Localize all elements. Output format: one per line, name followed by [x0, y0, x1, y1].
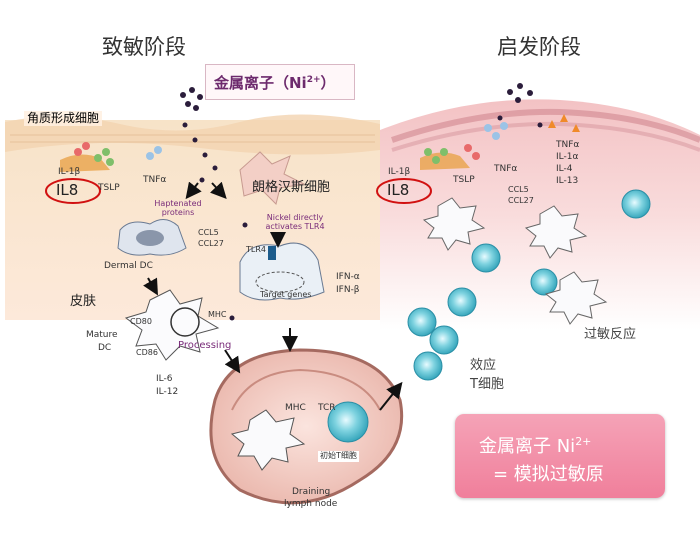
ifn-beta-label: IFN-β	[336, 285, 360, 295]
flow-arrows	[143, 181, 403, 411]
ccl27-label-left: CCL27	[198, 239, 224, 248]
nickel-ion-label-box: 金属离子（Ni2+）	[205, 64, 355, 100]
tlr4-label: TLR4	[246, 245, 266, 254]
tcr-label: TCR	[318, 403, 336, 413]
effector-t-label-1: 效应	[470, 358, 497, 373]
il6-label: IL-6	[156, 374, 173, 384]
tnfa-label-left: TNFα	[143, 175, 167, 185]
lymph-node	[209, 348, 404, 505]
target-genes-label: Target genes	[260, 290, 312, 299]
cytokine-il1a-right: IL-1α	[556, 152, 579, 162]
mature-dc-label-2: DC	[98, 343, 112, 353]
il8-highlight-left	[45, 178, 101, 204]
naive-t-cell-label: 初始T细胞	[318, 451, 359, 462]
ccl27-label-right: CCL27	[508, 196, 534, 205]
il12-label: IL-12	[156, 387, 179, 397]
t-cells	[327, 189, 651, 443]
keratinocytes-label: 角质形成细胞	[24, 111, 103, 127]
cytokine-il13-right: IL-13	[556, 176, 579, 186]
ccl5-label-left: CCL5	[198, 228, 219, 237]
mhc-small-label: MHC	[208, 310, 227, 319]
langerhans-cell	[239, 151, 306, 205]
nickel-activates-tlr4-label: Nickel directly activates TLR4	[265, 213, 325, 231]
allergic-reaction-label: 过敏反应	[584, 327, 637, 342]
skin-label: 皮肤	[70, 294, 97, 309]
conclusion-line-1: 金属离子 Ni2+	[479, 435, 592, 457]
il1b-label-right: IL-1β	[388, 167, 411, 177]
lymph-dc	[230, 409, 306, 471]
cytokine-il4-right: IL-4	[556, 164, 573, 174]
dermal-dc-label: Dermal DC	[104, 261, 153, 271]
lymph-node-label-2: lymph node	[284, 499, 338, 509]
conclusion-box: 金属离子 Ni2+ = 模拟过敏原	[455, 414, 665, 498]
tnfa-label-right: TNFα	[494, 164, 518, 174]
lymph-node-label: Draining	[292, 487, 331, 497]
ccl5-label-right: CCL5	[508, 185, 529, 194]
nickel-ion-label: 金属离子（Ni2+）	[214, 74, 336, 92]
mhc-label: MHC	[285, 403, 306, 413]
mature-dc-label: Mature	[86, 330, 118, 340]
il8-label-left: IL8	[56, 181, 79, 199]
il8-highlight-right	[376, 178, 432, 204]
cytokine-dots-right	[424, 114, 580, 164]
cytokine-tnfa-right: TNFα	[556, 140, 580, 150]
tslp-label-left: TSLP	[98, 183, 120, 193]
elicitation-phase-title: 启发阶段	[497, 35, 581, 59]
il8-label-right: IL8	[387, 181, 410, 199]
processing-label: Processing	[178, 340, 232, 351]
langerhans-cell-label: 朗格汉斯细胞	[252, 180, 331, 195]
sensitization-phase-title: 致敏阶段	[102, 35, 186, 59]
haptenated-proteins-label: Haptenated proteins	[154, 199, 202, 217]
cytokine-dots-left	[74, 142, 162, 166]
effector-t-label-2: T细胞	[470, 377, 504, 392]
cd80-label: CD80	[130, 317, 152, 326]
ifn-alpha-label: IFN-α	[336, 272, 360, 282]
tslp-label-right: TSLP	[453, 175, 475, 185]
il1b-label-left: IL-1β	[58, 167, 81, 177]
conclusion-line-2: = 模拟过敏原	[493, 464, 604, 485]
cd86-label: CD86	[136, 348, 158, 357]
